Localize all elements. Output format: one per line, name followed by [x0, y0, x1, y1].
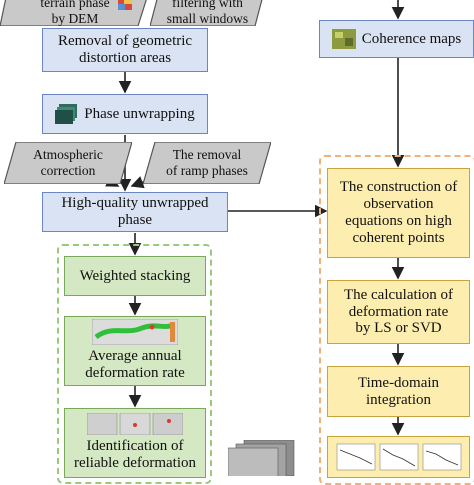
coherence-maps-label: Coherence maps — [361, 30, 462, 47]
terrain-phase-label: terrain phase by DEM — [40, 0, 110, 26]
coherence-maps-box: Coherence maps — [319, 20, 474, 58]
average-annual-box: Average annual deformation rate — [64, 316, 206, 386]
terrain-phase-node: terrain phase by DEM — [0, 0, 150, 26]
removal-geometric-box: Removal of geometric distortion areas — [42, 28, 208, 72]
image-stack-thumbnail — [228, 440, 295, 476]
time-domain-box: Time-domain integration — [327, 366, 470, 417]
calculation-box: The calculation of deformation rate by L… — [327, 280, 470, 344]
average-annual-label: Average annual deformation rate — [85, 348, 185, 382]
ramp-label: The removal of ramp phases — [166, 147, 248, 178]
identification-box: Identification of reliable deformation — [64, 408, 206, 478]
coherence-map-icon — [331, 29, 356, 49]
identification-label: Identification of reliable deformation — [73, 438, 197, 471]
phase-unwrapping-label: Phase unwrapping — [84, 105, 195, 122]
unwrapped-phase-icon — [55, 104, 78, 124]
atmospheric-node: Atmospheric correction — [4, 142, 132, 184]
construction-box: The construction of observation equation… — [327, 168, 470, 258]
high-quality-box: High-quality unwrapped phase — [42, 192, 228, 232]
phase-unwrapping-box: Phase unwrapping — [42, 94, 208, 134]
time-series-thumbnail — [336, 443, 461, 471]
atmospheric-label: Atmospheric correction — [33, 147, 103, 178]
deformation-map-thumbnail — [92, 319, 178, 346]
filtering-node: filtering with small windows — [150, 0, 265, 26]
filtering-label: filtering with small windows — [166, 0, 249, 26]
ramp-node: The removal of ramp phases — [143, 142, 271, 184]
terrain-thumbnail-icon — [118, 0, 132, 10]
deformation-panels-thumbnail — [87, 413, 183, 435]
time-series-box — [327, 436, 470, 478]
weighted-stacking-box: Weighted stacking — [64, 256, 206, 296]
